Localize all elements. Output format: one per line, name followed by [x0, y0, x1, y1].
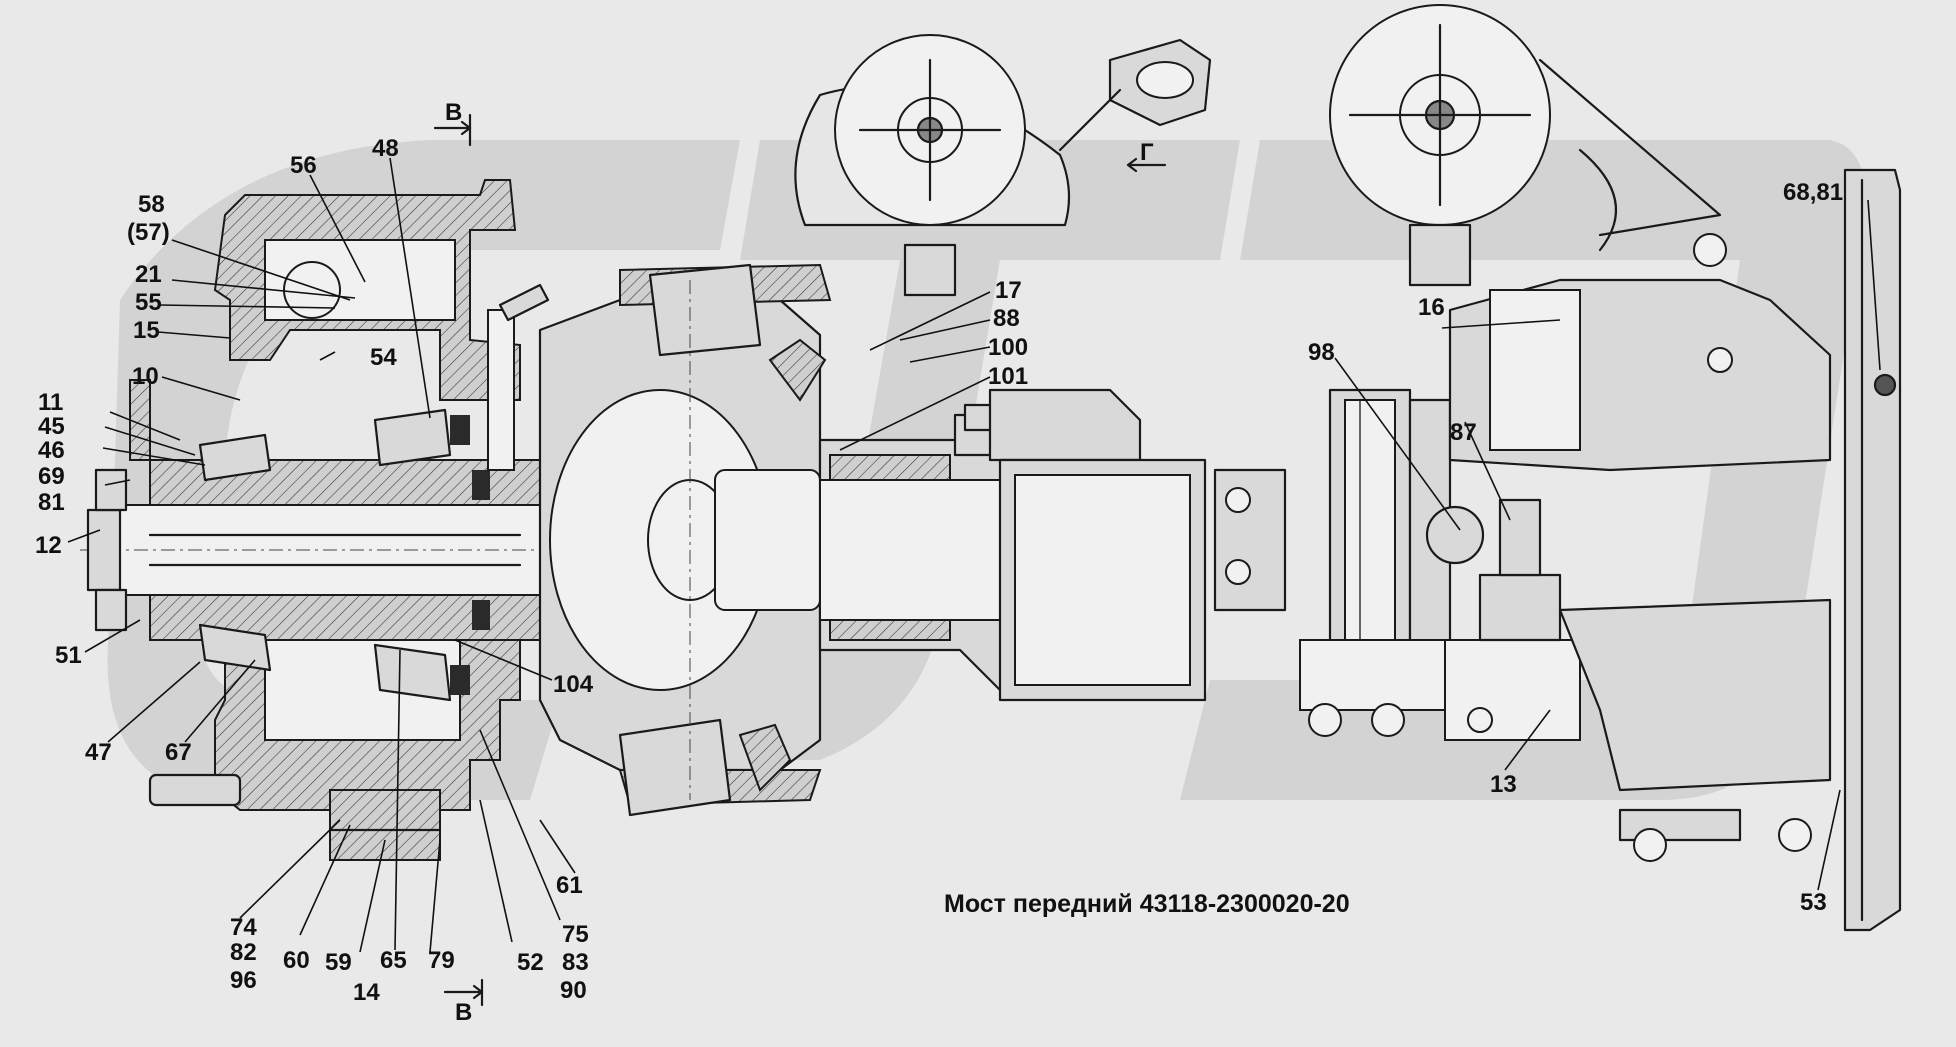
callout-60: 60: [283, 947, 310, 974]
callout-101: 101: [988, 363, 1028, 390]
callout-96: 96: [230, 967, 257, 994]
callout-54: 54: [370, 344, 397, 371]
callout-98: 98: [1308, 339, 1335, 366]
callout-51: 51: [55, 642, 82, 669]
right-steering-knuckle: [1425, 233, 1832, 862]
right-flange: [1843, 168, 1902, 932]
callout-100: 100: [988, 334, 1028, 361]
axle-beam: [818, 388, 1581, 741]
pivot-joint: [538, 263, 832, 817]
callout-74: 74: [230, 914, 257, 941]
callout-46: 46: [38, 437, 65, 464]
callout-69: 69: [38, 463, 65, 490]
callout-11: 11: [38, 389, 63, 416]
callout-104: 104: [553, 671, 594, 698]
callout-21: 21: [135, 261, 162, 288]
section-mark-top: В: [445, 99, 462, 126]
brake-chamber-right: [1329, 4, 1722, 287]
callout-14: 14: [353, 979, 380, 1006]
callout-45: 45: [38, 413, 65, 440]
brake-chamber-left: [794, 34, 1212, 297]
callout-88: 88: [993, 305, 1020, 332]
callout-47: 47: [85, 739, 112, 766]
callout-56: 56: [290, 152, 317, 179]
callout-83: 83: [562, 949, 589, 976]
view-mark: Г: [1140, 139, 1154, 166]
callout-12: 12: [35, 532, 62, 559]
callout-48: 48: [372, 135, 399, 162]
callout-75: 75: [562, 921, 589, 948]
leader-lines: [67, 157, 1881, 953]
callout-79: 79: [428, 947, 455, 974]
callout-82-left: 82: [230, 939, 257, 966]
bearing-upper: [198, 408, 452, 482]
callout-52: 52: [517, 949, 544, 976]
callout-68-81: 68,81: [1783, 179, 1843, 206]
callout-13: 13: [1490, 771, 1517, 798]
callout-65: 65: [380, 947, 407, 974]
section-mark-bottom: В: [455, 999, 472, 1026]
callout-81-left: 81: [38, 489, 65, 516]
hub-and-shaft: [80, 283, 1050, 861]
callout-59: 59: [325, 949, 352, 976]
callout-labels: 56 48 58 (57) 21 55 15 54 10 11 45 46 69…: [35, 135, 1843, 1006]
callout-58: 58: [138, 191, 165, 218]
section-marks: В В Г: [433, 99, 1167, 1026]
callout-10: 10: [132, 363, 159, 390]
bearing-lower: [198, 623, 452, 702]
drawing-title: Мост передний 43118-2300020-20: [944, 890, 1350, 918]
callout-61: 61: [556, 872, 583, 899]
callout-55: 55: [135, 289, 162, 316]
callout-15: 15: [133, 317, 160, 344]
callout-90: 90: [560, 977, 587, 1004]
callout-17: 17: [995, 277, 1022, 304]
callout-67: 67: [165, 739, 192, 766]
callout-53: 53: [1800, 889, 1827, 916]
callout-87: 87: [1450, 419, 1477, 446]
callout-57: (57): [127, 219, 170, 246]
callout-16: 16: [1418, 294, 1445, 321]
